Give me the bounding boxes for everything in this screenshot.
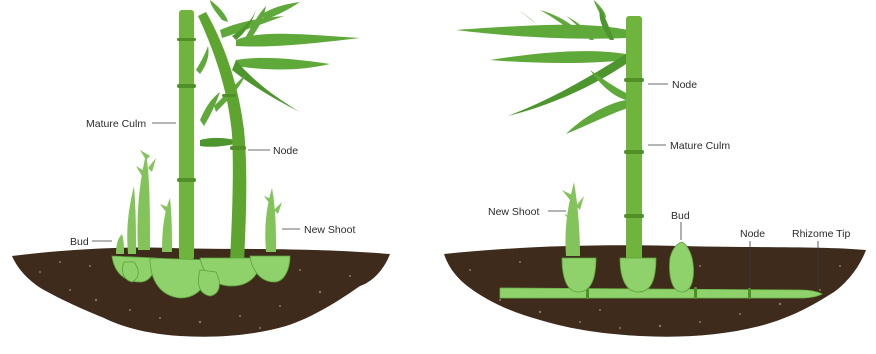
svg-text:New Shoot: New Shoot <box>304 224 355 236</box>
left-label-mature-culm: Mature Culm <box>86 118 176 130</box>
svg-text:Node: Node <box>740 228 765 240</box>
svg-text:Mature Culm: Mature Culm <box>86 118 146 130</box>
svg-text:New Shoot: New Shoot <box>488 206 539 218</box>
right-mature-culm <box>624 16 644 262</box>
svg-text:Node: Node <box>273 145 298 157</box>
left-new-shoots <box>116 150 282 254</box>
left-label-new-shoot: New Shoot <box>282 224 355 236</box>
left-curved-culm <box>198 12 246 262</box>
left-label-node: Node <box>248 145 298 157</box>
svg-text:Mature Culm: Mature Culm <box>670 140 730 152</box>
left-mature-culm <box>177 10 196 260</box>
right-diagram: Node Mature Culm New Shoot Bud Node Rhiz… <box>444 0 866 337</box>
right-label-new-shoot: New Shoot <box>488 206 566 218</box>
right-label-node-top: Node <box>648 79 697 91</box>
svg-text:Node: Node <box>672 79 697 91</box>
left-label-bud: Bud <box>70 236 112 248</box>
right-label-bud: Bud <box>671 210 690 240</box>
svg-text:Bud: Bud <box>70 236 89 248</box>
svg-text:Rhizome Tip: Rhizome Tip <box>792 228 851 240</box>
left-diagram: Mature Culm Node Bud New Shoot <box>12 0 390 337</box>
svg-text:Bud: Bud <box>671 210 690 222</box>
right-label-mature-culm: Mature Culm <box>648 140 730 152</box>
right-new-shoot <box>562 182 584 256</box>
right-leaves <box>456 0 628 134</box>
